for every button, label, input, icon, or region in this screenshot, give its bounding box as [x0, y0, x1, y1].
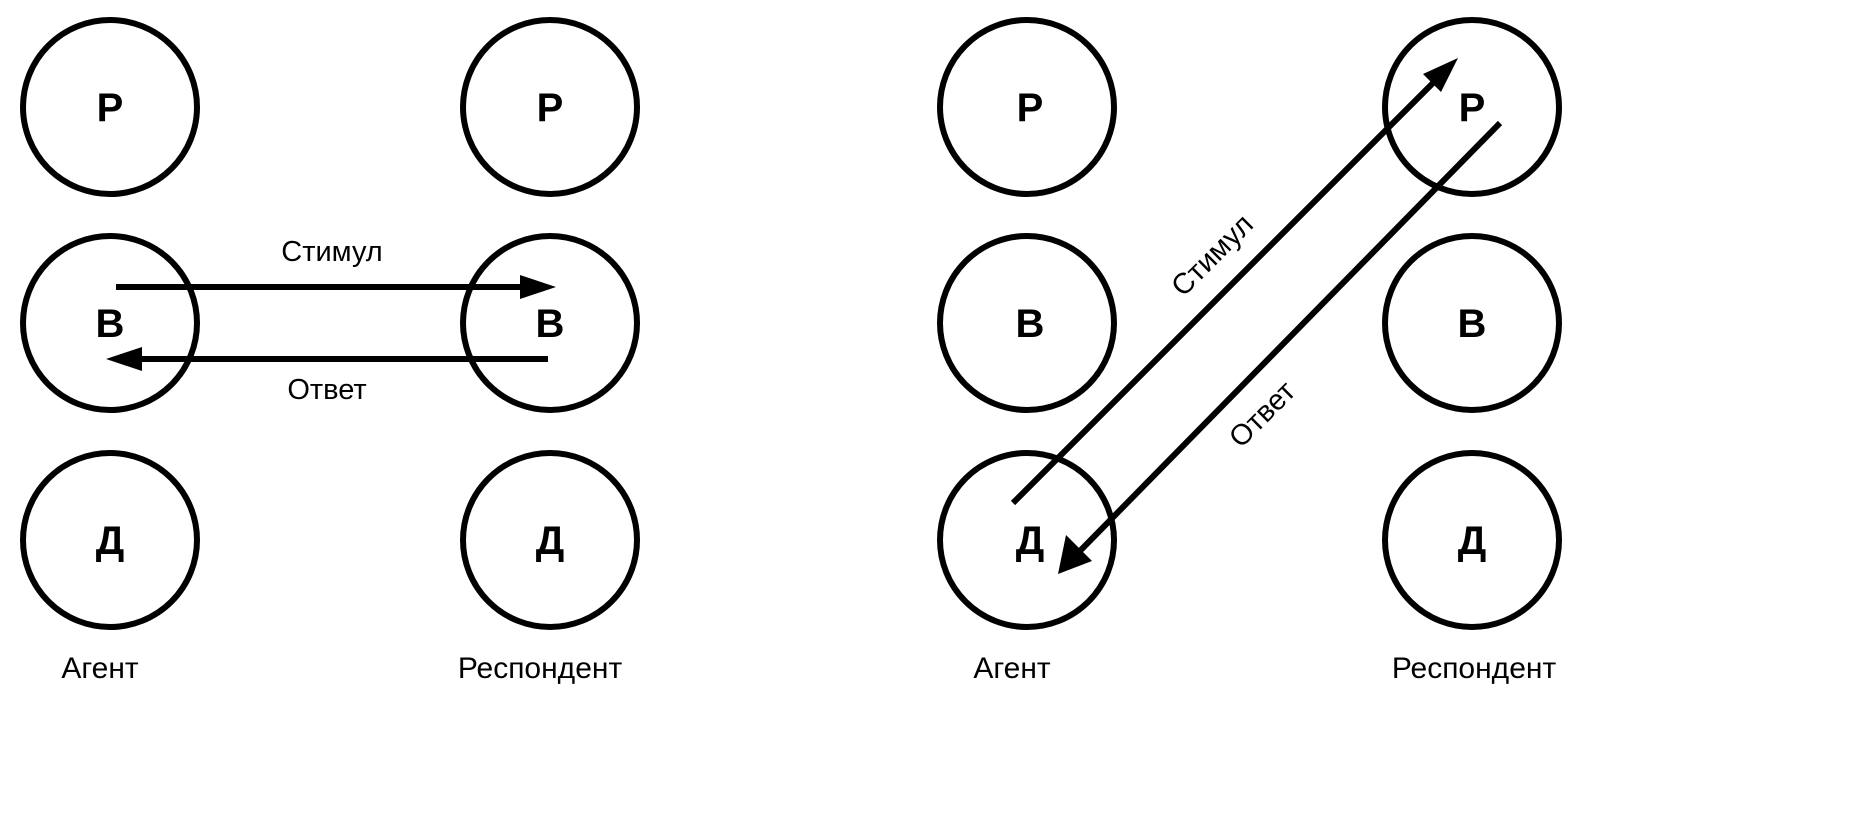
left-agent-parent-circle: [20, 17, 200, 197]
right-agent-adult-label: В: [1016, 302, 1045, 346]
left-agent-column: Р В Д Агент: [20, 17, 200, 685]
left-stimulus-arrow: [116, 275, 556, 299]
left-agent-adult-circle: [20, 233, 200, 413]
left-respondent-caption: Респондент: [458, 652, 623, 685]
right-agent-parent-circle: [937, 17, 1117, 197]
right-agent-caption: Агент: [973, 652, 1051, 685]
left-respondent-child-circle: [460, 450, 640, 630]
right-respondent-adult-circle: [1382, 233, 1562, 413]
right-agent-column: Р В Д Агент: [937, 17, 1117, 685]
left-respondent-parent-label: Р: [537, 86, 564, 130]
right-response-arrow: [1058, 120, 1503, 574]
right-diagram: Р В Д Агент Р В Д Респондент Стимул О: [937, 17, 1562, 685]
right-agent-child-circle: [937, 450, 1117, 630]
left-respondent-child-label: Д: [536, 519, 565, 563]
left-agent-parent-label: Р: [97, 86, 124, 130]
left-agent-child-circle: [20, 450, 200, 630]
right-stimulus-arrow: [1010, 58, 1458, 506]
left-agent-adult-label: В: [96, 302, 125, 346]
left-response-arrow: [106, 347, 548, 371]
left-respondent-parent-circle: [460, 17, 640, 197]
right-agent-child-label: Д: [1016, 519, 1045, 563]
left-diagram: Р В Д Агент Р В Д Респондент Стимул О: [20, 17, 640, 685]
right-respondent-caption: Респондент: [1392, 652, 1557, 685]
right-respondent-adult-label: В: [1458, 302, 1487, 346]
right-respondent-child-circle: [1382, 450, 1562, 630]
left-respondent-adult-label: В: [536, 302, 565, 346]
right-response-label: Ответ: [1223, 375, 1302, 454]
right-respondent-parent-circle: [1382, 17, 1562, 197]
right-respondent-child-label: Д: [1458, 519, 1487, 563]
left-agent-caption: Агент: [61, 652, 139, 685]
left-agent-child-label: Д: [96, 519, 125, 563]
right-respondent-parent-label: Р: [1459, 86, 1486, 130]
right-respondent-column: Р В Д Респондент: [1382, 17, 1562, 685]
left-stimulus-label: Стимул: [281, 236, 382, 268]
left-respondent-adult-circle: [460, 233, 640, 413]
right-agent-adult-circle: [937, 233, 1117, 413]
right-agent-parent-label: Р: [1017, 86, 1044, 130]
right-stimulus-label: Стимул: [1165, 208, 1259, 302]
left-respondent-column: Р В Д Респондент: [458, 17, 640, 685]
left-response-label: Ответ: [287, 374, 366, 406]
